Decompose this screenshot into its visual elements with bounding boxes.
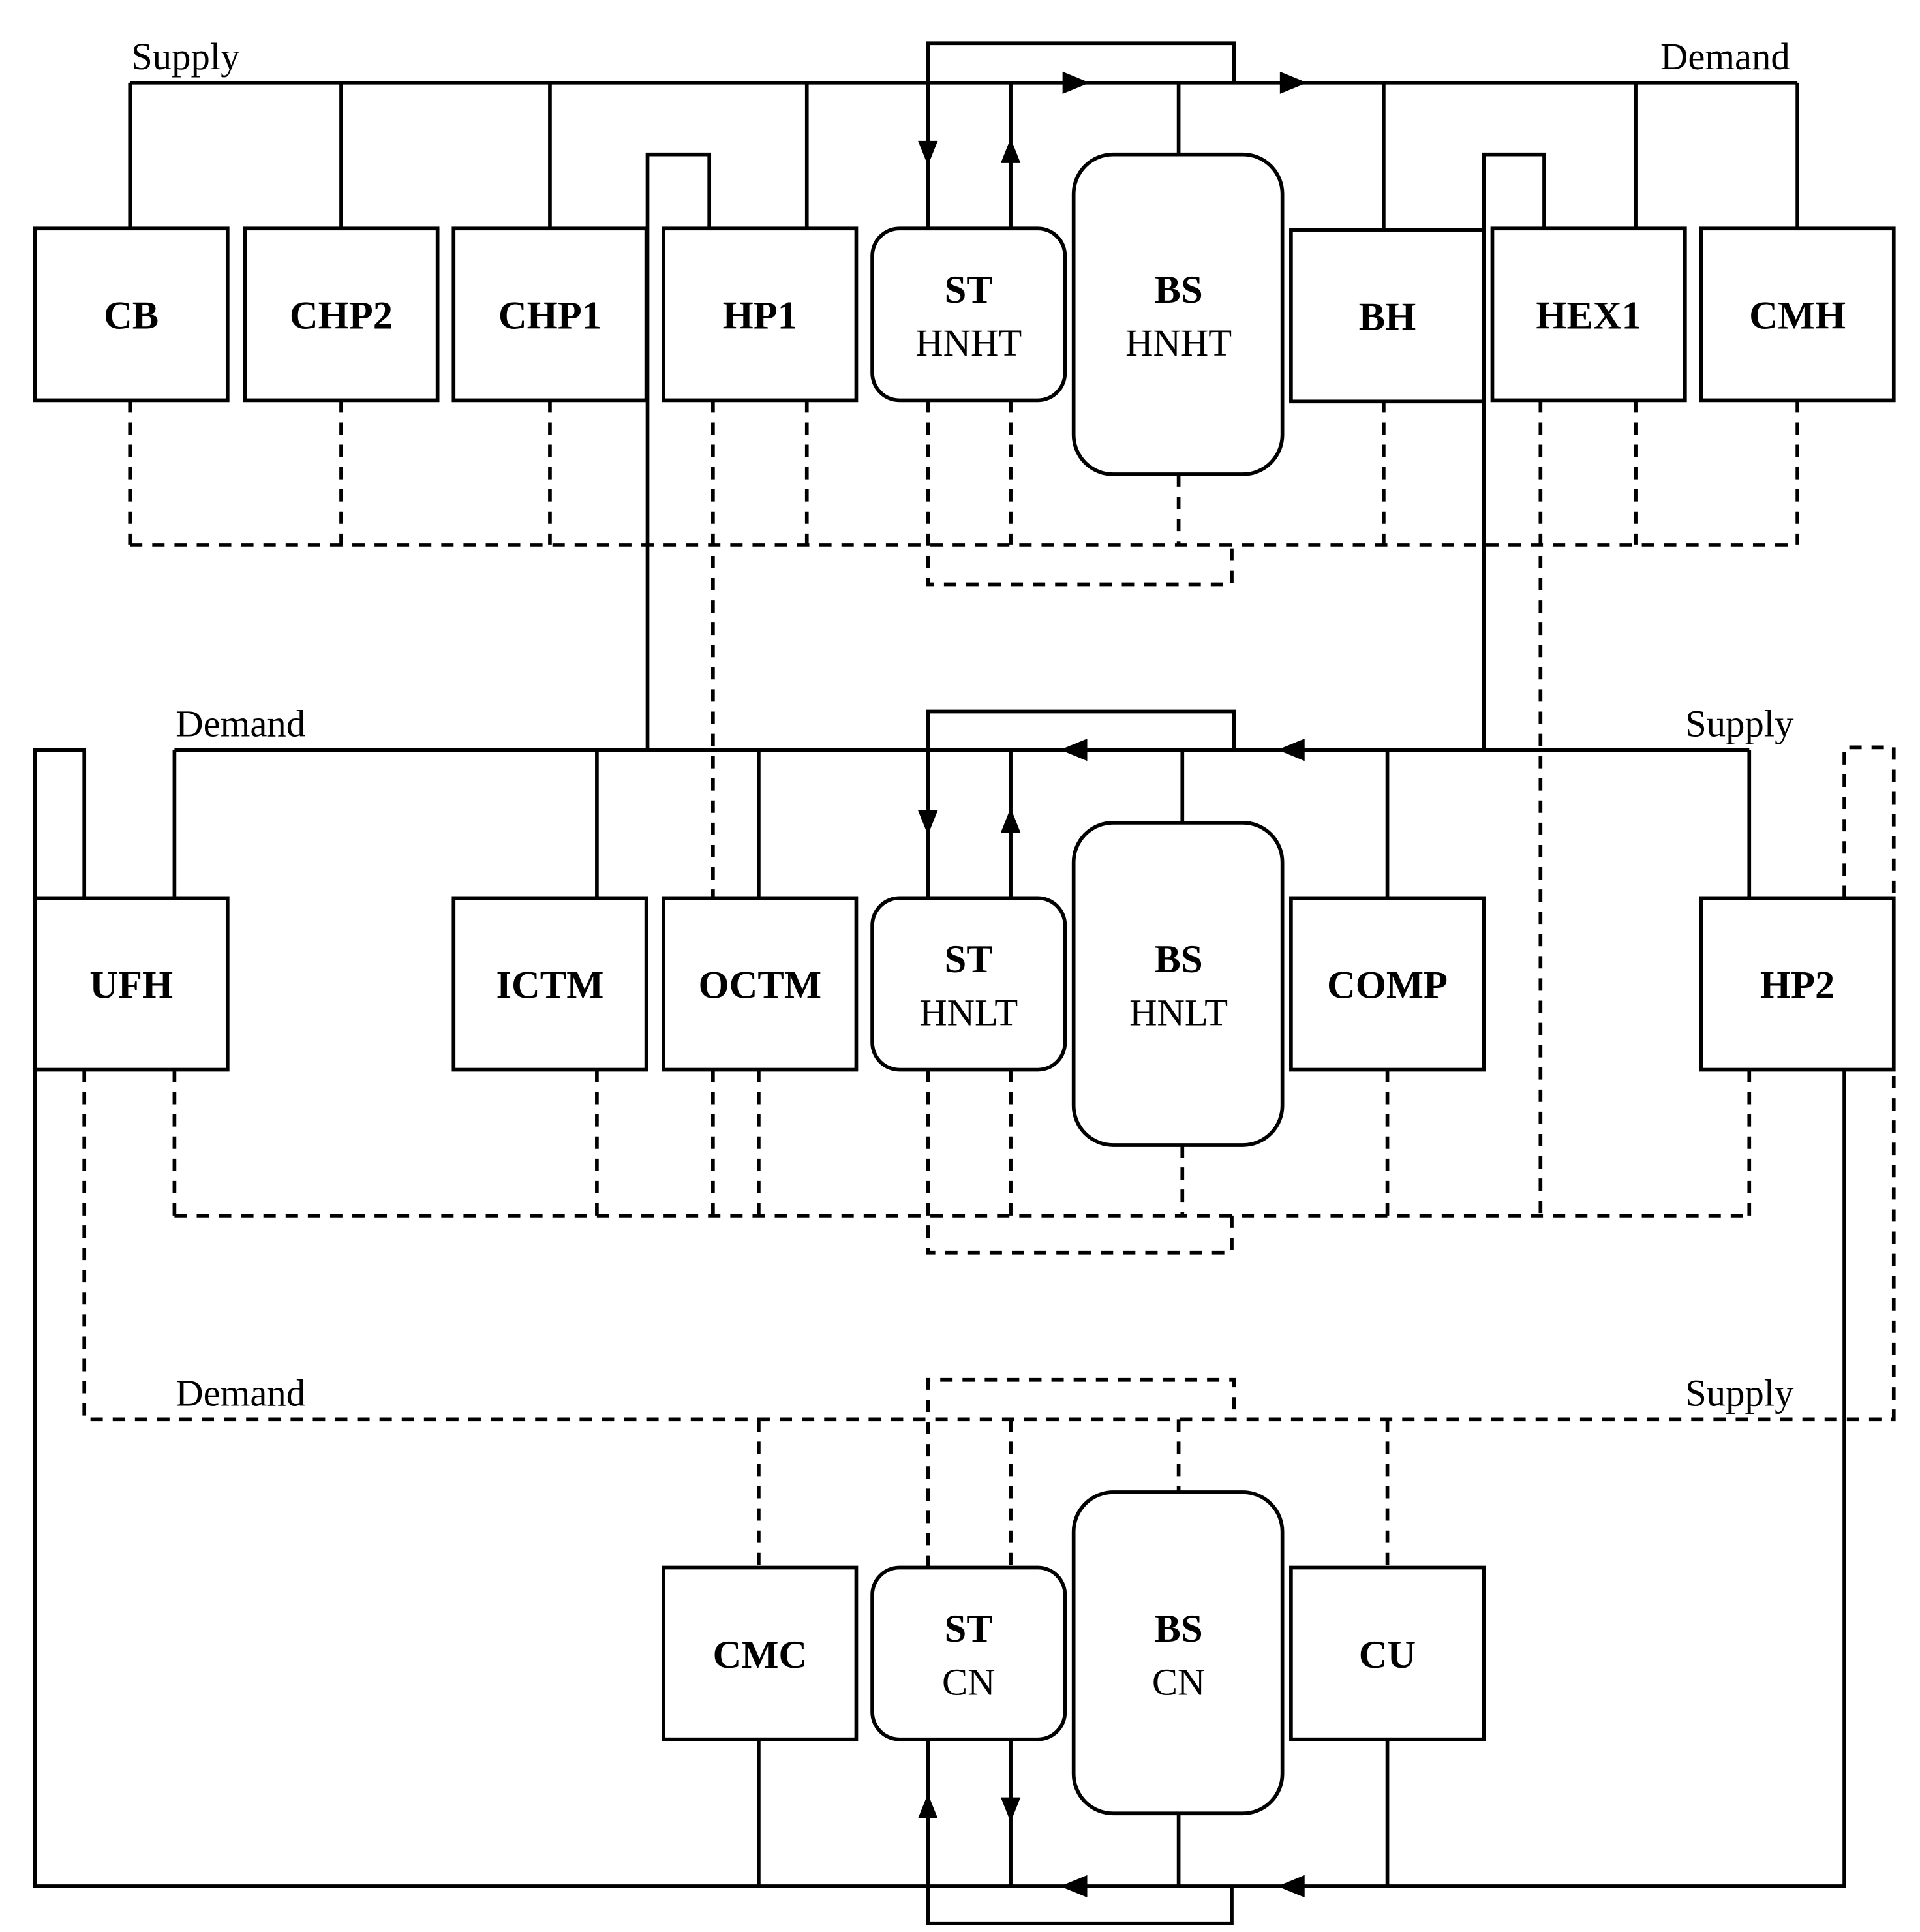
box-octm xyxy=(662,896,859,1072)
label-octm: OCTM xyxy=(699,964,821,1007)
box-st-cn xyxy=(870,1565,1067,1741)
label-bh: BH xyxy=(1359,295,1416,339)
label-hex1: HEX1 xyxy=(1536,294,1641,338)
cn-supply-label: Supply xyxy=(1685,1372,1794,1414)
arrow-left-icon xyxy=(1277,1875,1305,1897)
label-st-hnlt-sub: HNLT xyxy=(919,991,1018,1034)
label-cmh: CMH xyxy=(1749,294,1846,338)
arrow-up-icon xyxy=(918,1793,938,1818)
box-st-hnht xyxy=(870,226,1067,403)
label-ictm: ICTM xyxy=(496,964,603,1007)
label-cb: CB xyxy=(104,294,159,338)
box-chp1 xyxy=(451,226,648,403)
label-st-hnlt-title: ST xyxy=(945,938,993,981)
hnlt-supply-label: Supply xyxy=(1685,702,1794,744)
label-st-hnht-title: ST xyxy=(945,268,993,312)
box-cmh xyxy=(1699,226,1896,403)
box-cb xyxy=(33,226,230,403)
arrow-right-icon xyxy=(1062,71,1090,94)
box-ictm xyxy=(451,896,648,1072)
dashed-connections xyxy=(82,400,1896,1568)
label-st-cn-sub: CN xyxy=(942,1661,996,1704)
label-cmc: CMC xyxy=(712,1633,807,1677)
box-cu xyxy=(1289,1565,1486,1741)
label-chp1: CHP1 xyxy=(498,294,602,338)
label-bs-cn-sub: CN xyxy=(1152,1661,1206,1704)
label-hp1: HP1 xyxy=(723,294,797,338)
label-bs-hnht-sub: HNHT xyxy=(1125,322,1232,364)
arrow-up-icon xyxy=(1000,808,1021,833)
cn-demand-label: Demand xyxy=(175,1372,305,1414)
box-ufh xyxy=(33,896,230,1072)
hnlt-demand-label: Demand xyxy=(175,702,305,744)
label-bs-hnlt-title: BS xyxy=(1155,938,1203,981)
arrow-right-icon xyxy=(1279,71,1307,94)
box-chp2 xyxy=(243,226,440,403)
label-bs-hnlt-sub: HNLT xyxy=(1129,991,1228,1034)
box-hp2 xyxy=(1699,896,1896,1072)
hnht-demand-label: Demand xyxy=(1660,35,1790,78)
box-cmc xyxy=(662,1565,859,1741)
arrow-left-icon xyxy=(1059,1875,1088,1897)
label-comp: COMP xyxy=(1327,964,1448,1007)
arrow-down-icon xyxy=(1000,1797,1021,1822)
box-st-hnlt xyxy=(870,896,1067,1072)
label-bs-hnht-title: BS xyxy=(1155,268,1203,312)
label-st-hnht-sub: HNHT xyxy=(915,322,1022,364)
arrow-down-icon xyxy=(918,140,938,166)
box-bs-cn xyxy=(1071,1490,1285,1816)
solid-connections xyxy=(33,41,1846,1925)
box-comp xyxy=(1289,896,1486,1072)
labels: Supply Demand Demand Supply Demand Suppl… xyxy=(89,35,1846,1703)
label-ufh: UFH xyxy=(89,964,173,1007)
label-hp2: HP2 xyxy=(1760,964,1835,1007)
arrow-left-icon xyxy=(1277,739,1305,761)
label-cu: CU xyxy=(1359,1633,1416,1677)
box-bs-hnlt xyxy=(1071,821,1285,1147)
label-chp2: CHP2 xyxy=(290,294,393,338)
arrow-left-icon xyxy=(1059,739,1088,761)
arrow-down-icon xyxy=(918,810,938,835)
box-bh xyxy=(1289,228,1486,404)
box-hp1 xyxy=(662,226,859,403)
label-st-cn-title: ST xyxy=(945,1607,993,1651)
unit-boxes xyxy=(33,152,1896,1816)
box-hex1 xyxy=(1490,226,1687,403)
box-bs-hnht xyxy=(1071,152,1285,476)
label-bs-cn-title: BS xyxy=(1155,1607,1203,1651)
hnht-supply-label: Supply xyxy=(131,35,240,78)
arrow-up-icon xyxy=(1000,138,1021,163)
